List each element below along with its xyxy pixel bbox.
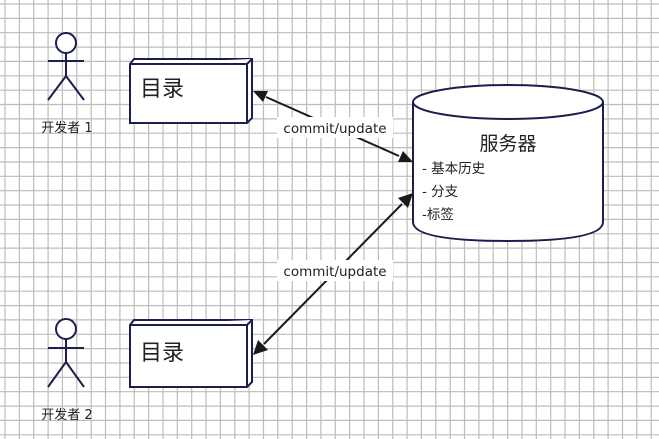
actor-head <box>55 318 77 340</box>
box-outline <box>129 58 253 124</box>
server-item: - 分支 <box>422 184 459 200</box>
directory-box-2[interactable]: 目录 <box>129 319 253 388</box>
actor-head <box>55 32 77 54</box>
arrowhead-icon <box>253 340 268 355</box>
edge-label: commit/update <box>283 121 386 137</box>
server-title: 服务器 <box>479 133 536 155</box>
box-depth-edges <box>130 58 253 123</box>
actor-left-leg <box>47 361 67 388</box>
directory-label: 目录 <box>140 341 184 366</box>
edge-label: commit/update <box>283 264 386 280</box>
actor-developer-2[interactable]: 开发者 2 <box>41 318 93 423</box>
actor-label: 开发者 1 <box>41 120 92 136</box>
edge-dir2-server[interactable]: commit/update <box>253 193 413 355</box>
edge-label-bg <box>277 117 393 138</box>
server-database[interactable]: 服务器 - 基本历史 - 分支 -标签 <box>412 84 604 243</box>
directory-box-1[interactable]: 目录 <box>129 58 253 124</box>
arrowhead-icon <box>398 193 413 208</box>
edge-label-bg <box>277 260 393 281</box>
cylinder-top <box>412 84 604 120</box>
cylinder-body <box>412 102 604 243</box>
directory-label: 目录 <box>140 77 184 102</box>
actor-right-leg <box>65 75 85 101</box>
arrowhead-icon <box>253 91 268 102</box>
edge-dir1-server[interactable]: commit/update <box>253 91 413 162</box>
actor-label: 开发者 2 <box>41 407 92 423</box>
server-item: -标签 <box>422 206 454 223</box>
actor-left-leg <box>47 75 67 101</box>
arrowhead-icon <box>398 151 413 162</box>
box-outline <box>129 319 253 388</box>
actor-right-leg <box>65 361 85 388</box>
actor-developer-1[interactable]: 开发者 1 <box>41 32 93 136</box>
box-depth-edges <box>130 319 253 387</box>
server-item: - 基本历史 <box>422 160 486 177</box>
